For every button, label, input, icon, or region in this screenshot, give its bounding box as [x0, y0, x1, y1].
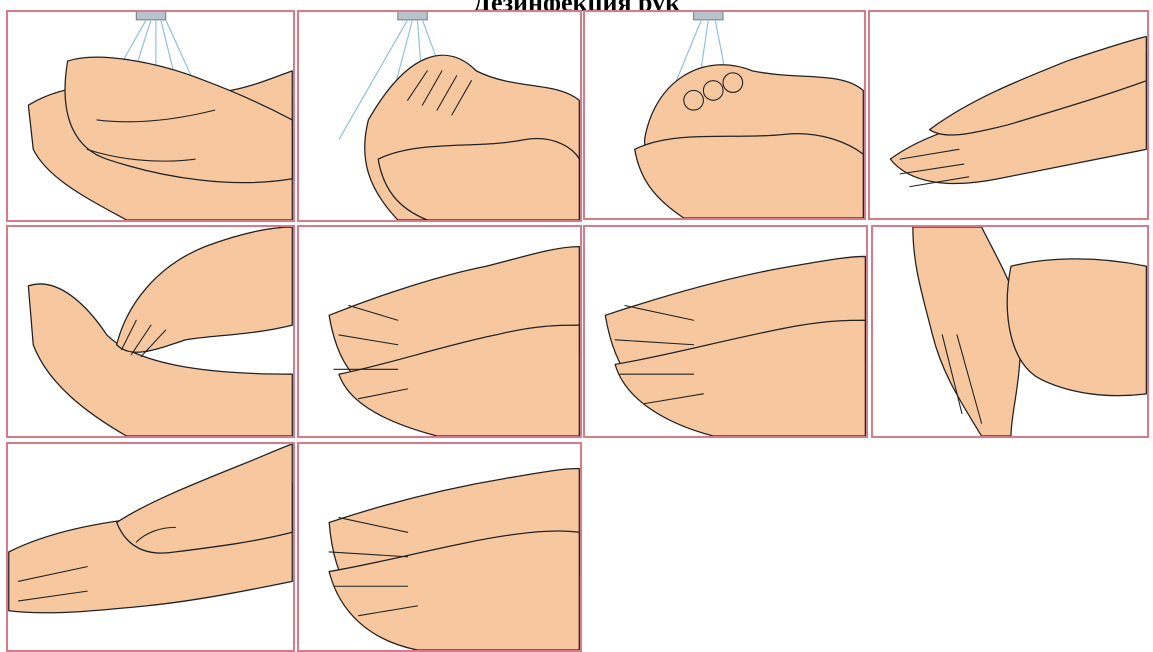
step-panel-3 [583, 10, 866, 220]
step-panel-1 [6, 10, 295, 222]
thumb-rotation-icon [873, 227, 1147, 436]
fingers-rinsing-under-water-icon [585, 12, 864, 218]
hands-rinsing-under-water-icon [299, 12, 580, 220]
step-panel-9 [6, 442, 295, 652]
interlaced-fingers-final-icon [299, 444, 580, 650]
step-panel-5 [6, 225, 295, 438]
cupped-palms-under-water-icon [8, 12, 293, 220]
interlaced-fingers-palms-icon [585, 227, 866, 436]
step-panel-10 [297, 442, 582, 652]
step-panel-7 [583, 225, 868, 438]
interlaced-fingers-back-icon [299, 227, 580, 436]
step-panel-2 [297, 10, 582, 222]
step-panel-6 [297, 225, 582, 438]
step-panel-8 [871, 225, 1149, 438]
step-panel-4 [868, 10, 1149, 220]
wrist-rubbing-icon [8, 444, 293, 650]
palm-over-back-of-hand-icon [870, 12, 1147, 218]
fingertips-rubbing-palm-icon [8, 227, 293, 436]
